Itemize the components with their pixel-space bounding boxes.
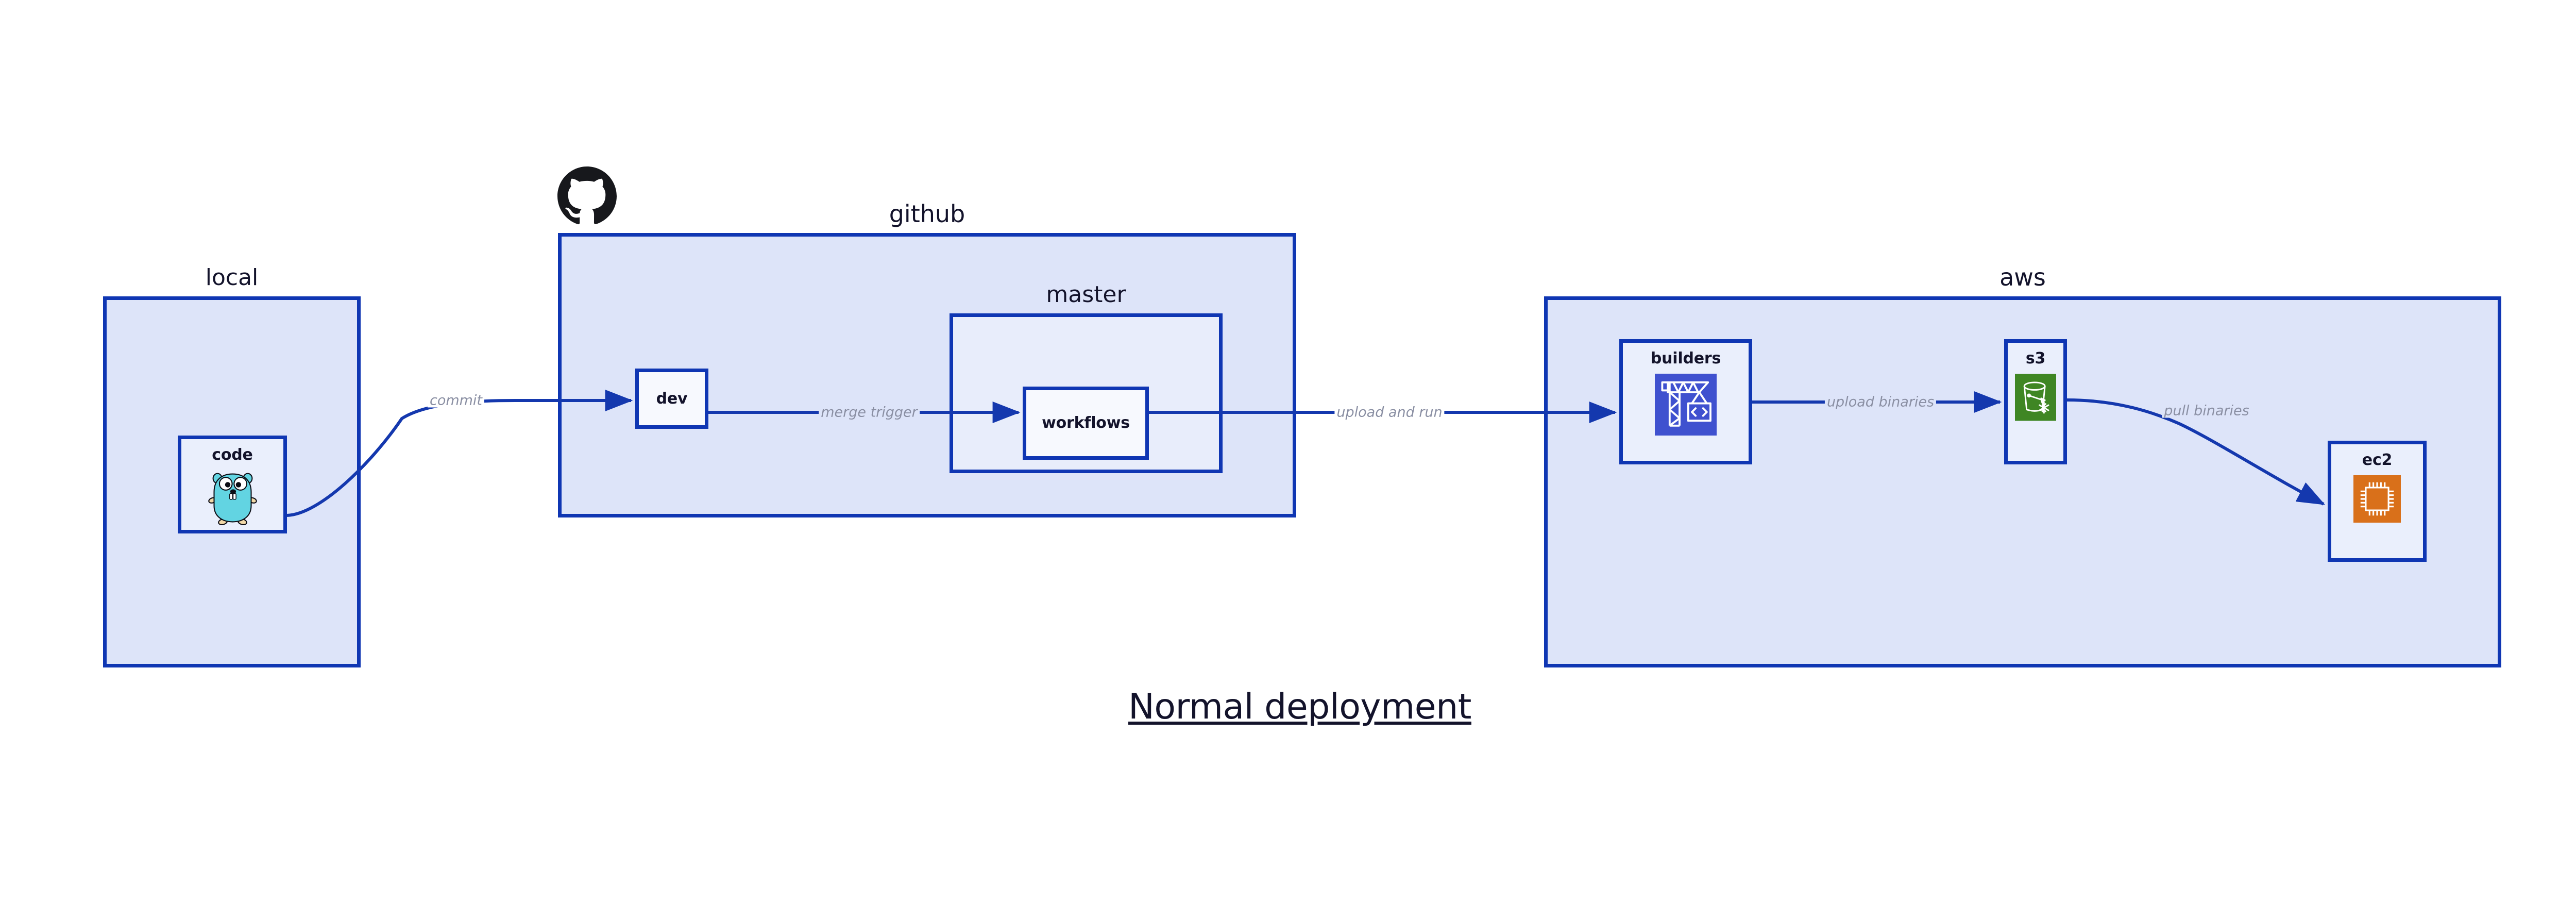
- node-dev[interactable]: dev: [635, 369, 708, 429]
- edge-label-merge-trigger: merge trigger: [819, 405, 920, 420]
- node-builders[interactable]: builders: [1619, 339, 1752, 464]
- edge-label-commit: commit: [427, 393, 485, 408]
- go-gopher-icon: [208, 470, 257, 526]
- edge-label-pull-binaries: pull binaries: [2162, 404, 2251, 418]
- node-label-builders: builders: [1650, 349, 1721, 368]
- cpu-chip-icon: [2353, 475, 2401, 525]
- edge-label-upload-and-run: upload and run: [1334, 405, 1445, 420]
- edge-label-upload-binaries: upload binaries: [1824, 395, 1937, 409]
- node-label-dev: dev: [656, 389, 688, 408]
- s3-glacier-icon: [2015, 374, 2056, 423]
- crane-code-icon: [1655, 374, 1717, 438]
- node-s3[interactable]: s3: [2004, 339, 2067, 464]
- group-label-local: local: [205, 264, 259, 291]
- node-label-s3: s3: [2025, 349, 2046, 368]
- node-label-ec2: ec2: [2362, 451, 2393, 469]
- node-workflows[interactable]: workflows: [1023, 387, 1149, 460]
- group-label-master: master: [1046, 281, 1126, 308]
- group-label-github: github: [889, 200, 965, 228]
- diagram-title: Normal deployment: [1128, 687, 1471, 727]
- node-ec2[interactable]: ec2: [2328, 441, 2427, 562]
- node-label-code: code: [212, 446, 253, 464]
- github-octocat-logo: [557, 166, 617, 225]
- node-code[interactable]: code: [178, 436, 287, 533]
- group-label-aws: aws: [1999, 263, 2046, 291]
- node-label-workflows: workflows: [1042, 414, 1130, 432]
